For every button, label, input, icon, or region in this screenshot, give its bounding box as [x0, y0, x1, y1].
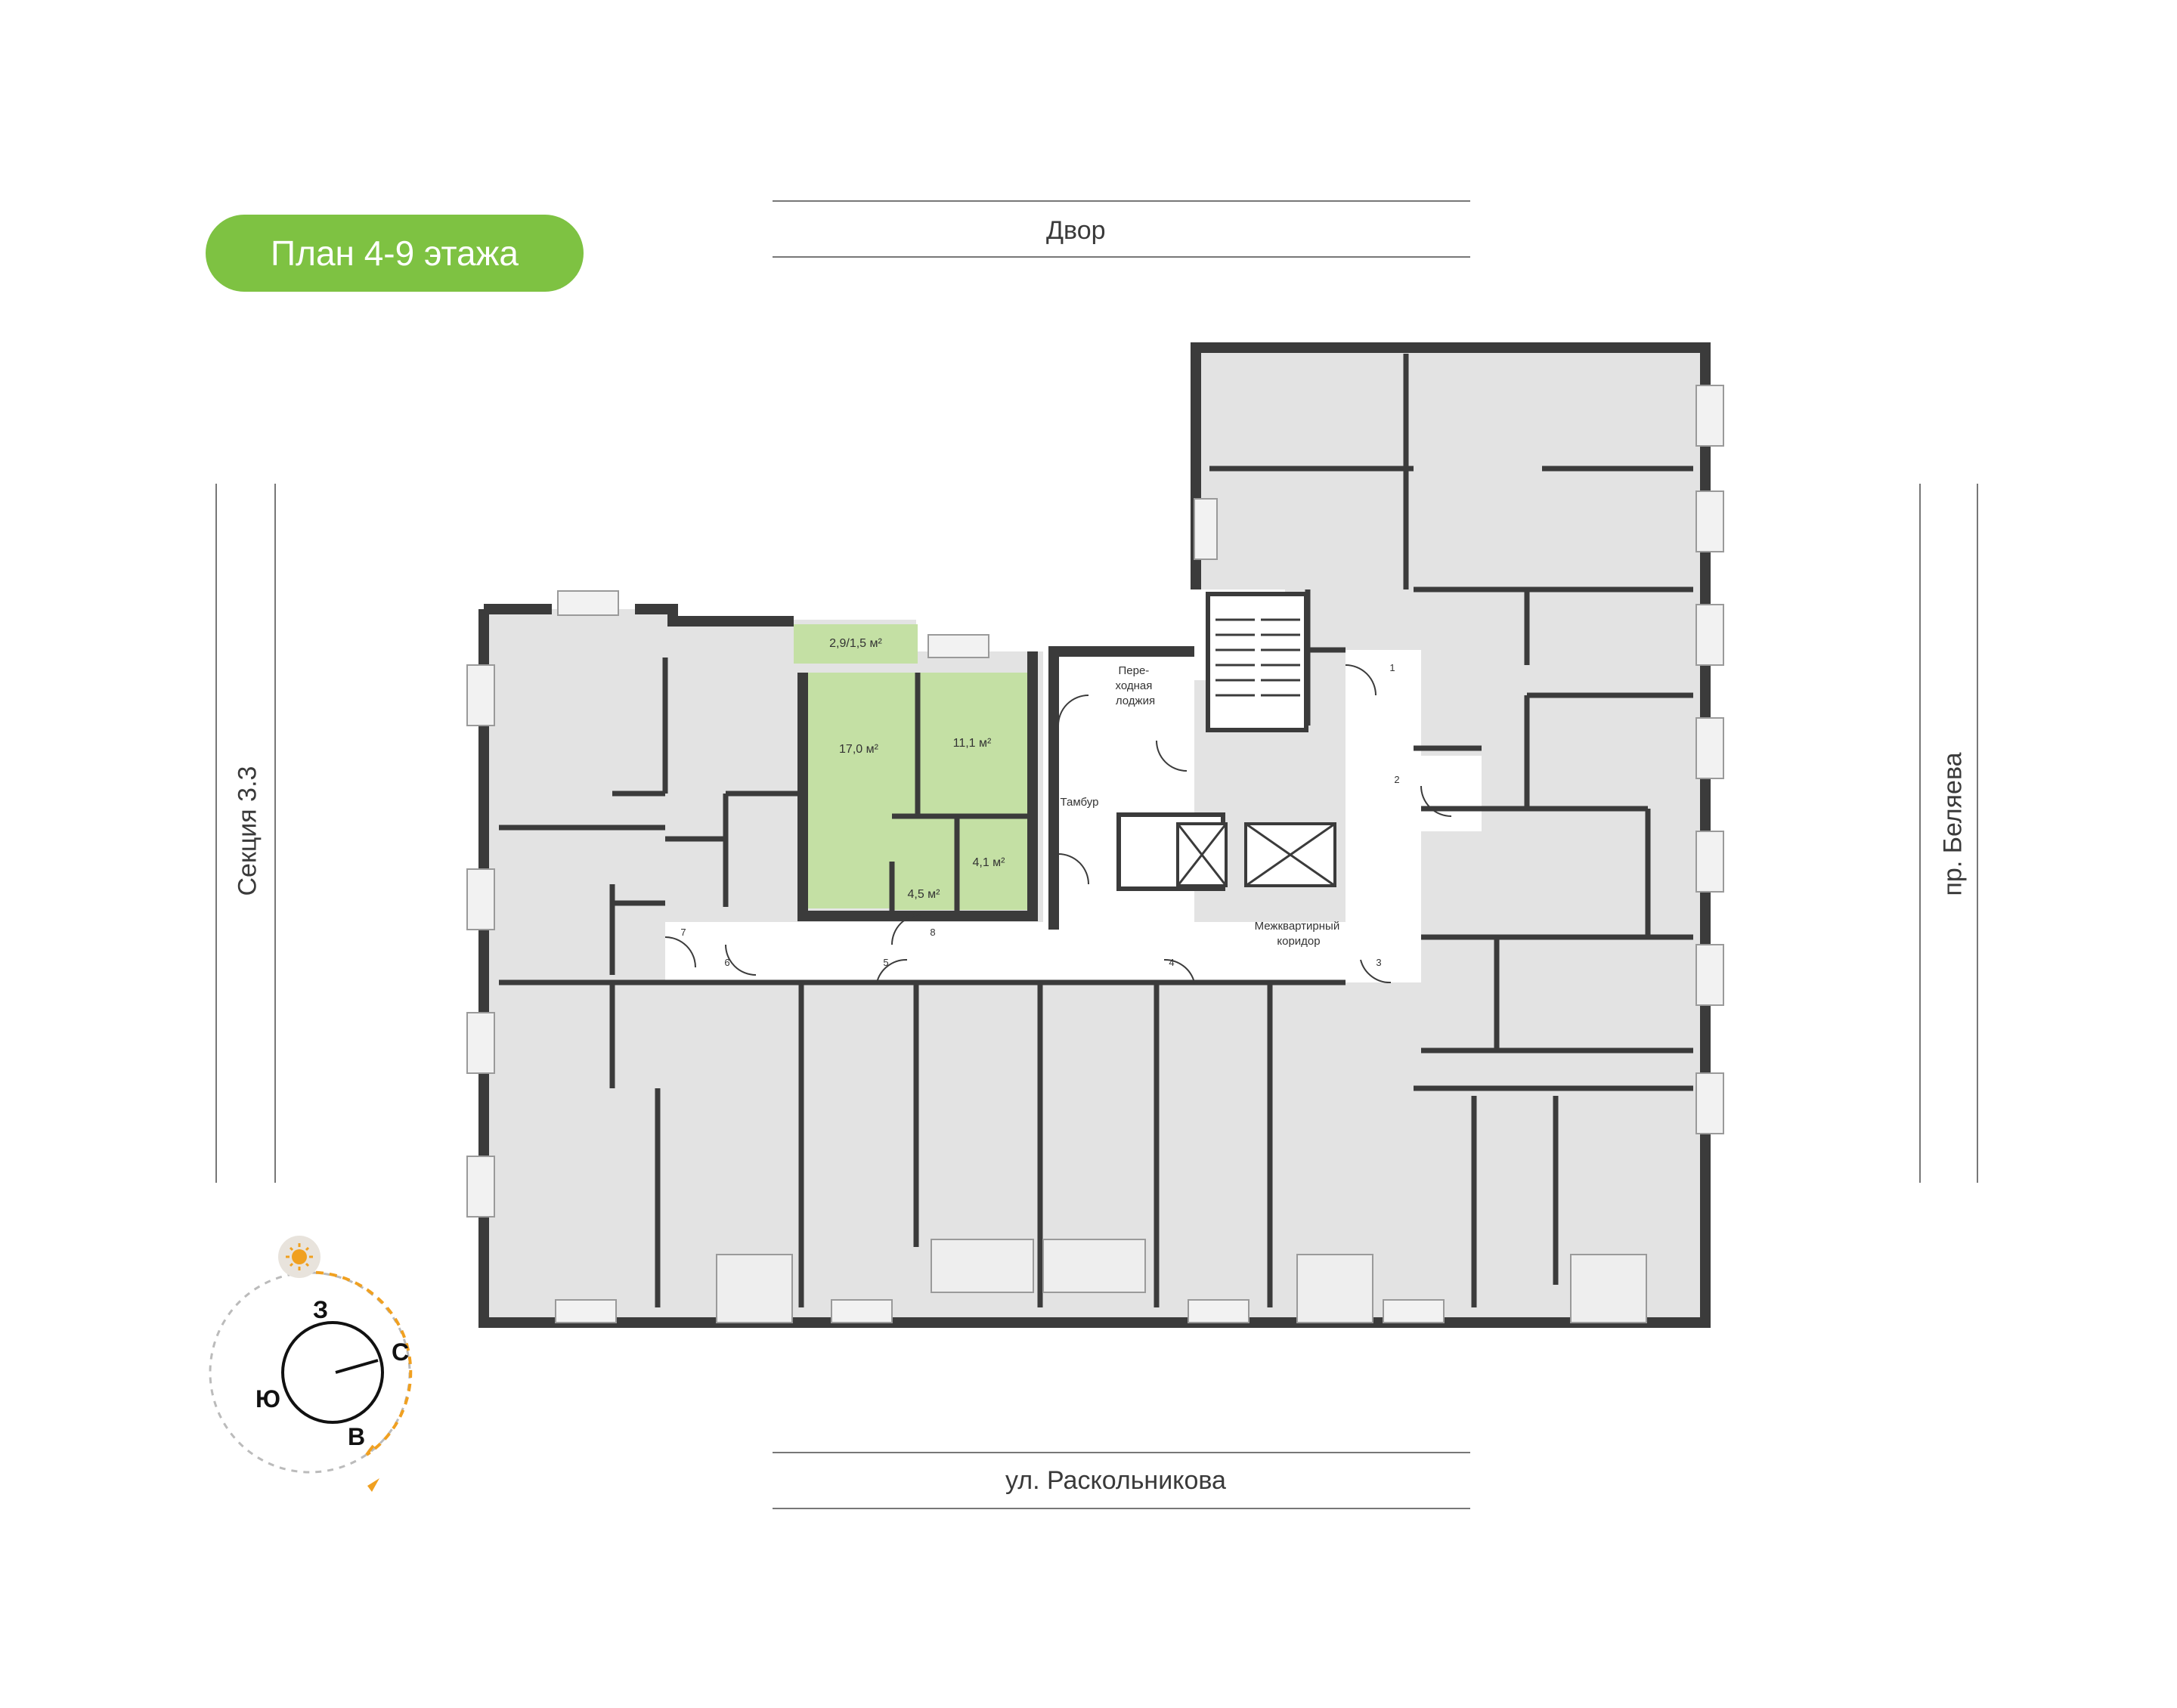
loggia-line-3: лоджия — [1116, 695, 1155, 707]
windows — [466, 385, 1724, 1323]
stair-steps — [1215, 618, 1300, 697]
compass-needle — [335, 1359, 379, 1374]
compass-west: З — [313, 1296, 328, 1323]
door-number-6: 6 — [724, 957, 729, 968]
loggia-area-label: 2,9/1,5 м² — [829, 637, 882, 650]
corridor-line-1: Межквартирный — [1255, 920, 1340, 933]
door-number-3: 3 — [1376, 957, 1381, 968]
door-arcs — [664, 664, 1452, 984]
door-number-2: 2 — [1394, 774, 1399, 785]
room-17-area: 17,0 м² — [839, 743, 879, 756]
door-number-5: 5 — [883, 957, 888, 968]
bathroom-area: 4,1 м² — [972, 856, 1005, 869]
sun-rays — [286, 1243, 313, 1270]
staircase — [1206, 592, 1308, 732]
corridor-line-2: коридор — [1277, 935, 1320, 948]
door-number-1: 1 — [1389, 662, 1395, 673]
vestibule-label: Тамбур — [1061, 796, 1099, 809]
building-floorplan: 17,0 м² 11,1 м² 4,5 м² 4,1 м² 2,9/1,5 м²… — [466, 342, 1724, 1328]
loggia-line-1: Пере- — [1119, 664, 1150, 677]
room-11-area: 11,1 м² — [953, 737, 992, 750]
apt-bathroom[interactable] — [957, 816, 1033, 910]
compass-dial — [281, 1321, 384, 1424]
balconies — [716, 1239, 1647, 1323]
apt-hall[interactable] — [892, 816, 957, 910]
street-label-top: Двор — [1046, 216, 1106, 245]
door-number-7: 7 — [680, 927, 686, 938]
transition-loggia-label: Пере- ходная лоджия — [1115, 664, 1155, 707]
apt-room-11[interactable] — [918, 673, 1031, 816]
compass-south: Ю — [255, 1385, 280, 1413]
corridor-label: Межквартирный коридор — [1255, 920, 1343, 948]
sun-path-orange — [302, 1270, 413, 1456]
compass: З С Ю В — [209, 1236, 413, 1492]
door-number-group: 1 2 3 4 5 6 7 8 — [680, 662, 1399, 968]
loggia-line-2: ходная — [1115, 679, 1152, 692]
sun-path-arrow — [367, 1478, 379, 1492]
door-number-8: 8 — [930, 927, 935, 938]
street-label-left: Секция 3.3 — [233, 766, 262, 896]
door-number-4: 4 — [1169, 957, 1174, 968]
plan-title-badge: План 4-9 этажа — [206, 215, 584, 292]
street-label-bottom: ул. Раскольникова — [1005, 1466, 1226, 1495]
apt-loggia[interactable] — [794, 624, 918, 664]
hall-area: 4,5 м² — [907, 888, 940, 901]
compass-north: С — [392, 1338, 409, 1366]
compass-east: В — [348, 1423, 365, 1450]
sun-icon — [292, 1249, 307, 1264]
corridor-main — [665, 922, 1421, 982]
corridor-door2-area — [1421, 756, 1482, 831]
corridor-right — [1346, 650, 1421, 982]
street-label-right: пр. Беляева — [1938, 752, 1968, 896]
interior-walls — [499, 354, 1693, 1307]
